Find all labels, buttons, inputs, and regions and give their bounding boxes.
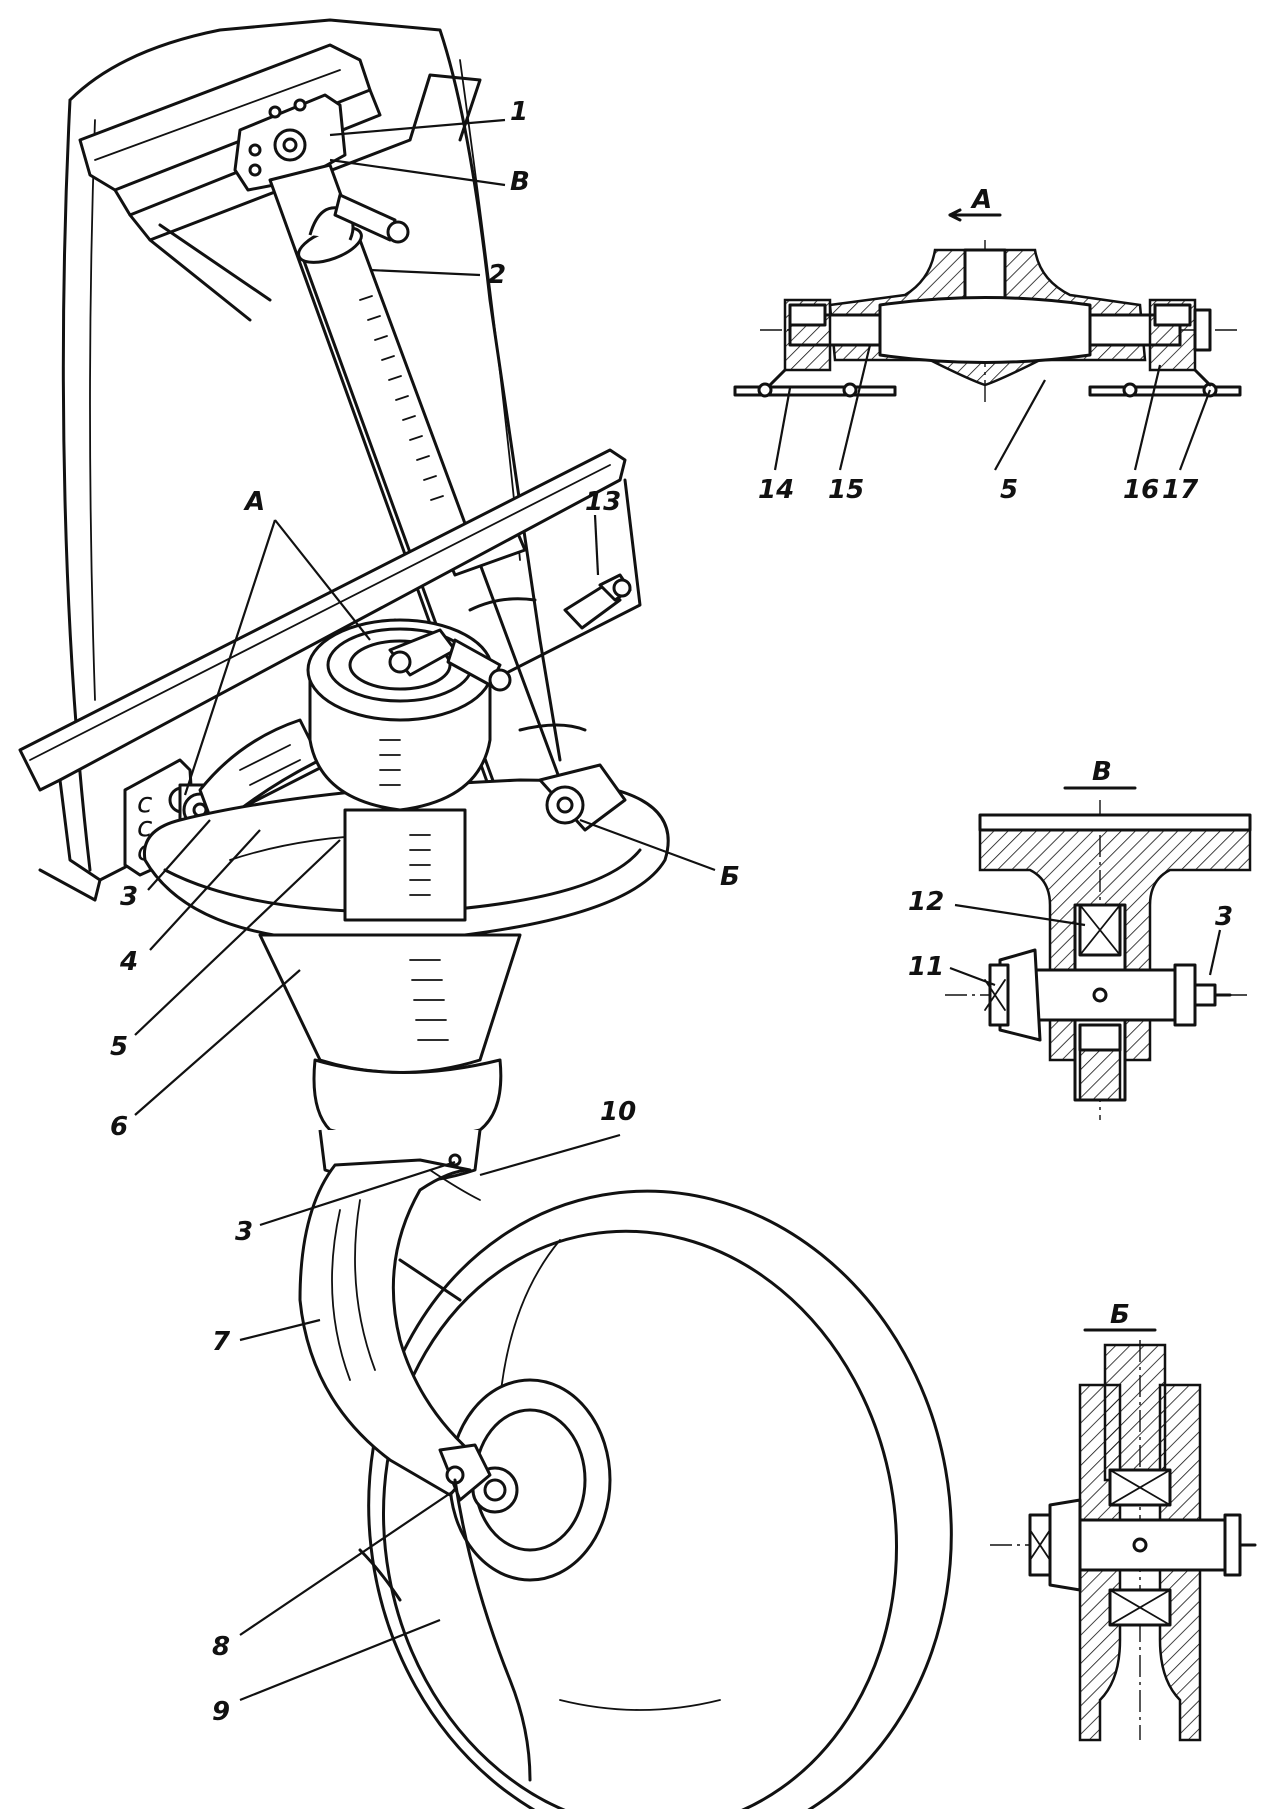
section-B: Б (990, 1300, 1257, 1742)
section-V-callout-3: 3 (1215, 902, 1233, 932)
section-V-callout-11: 11 (908, 952, 944, 982)
main-callouts: 1 В 2 А 13 Б 3 4 5 6 10 3 7 8 9 (110, 97, 740, 1727)
callout-A-main: А (243, 487, 265, 517)
cable-9 (453, 1478, 532, 1782)
callout-13: 13 (585, 487, 621, 517)
strut-lower-eye-B (538, 763, 627, 832)
svg-text:c: c (137, 810, 153, 843)
callout-6: 6 (110, 1112, 128, 1142)
callout-10: 10 (600, 1097, 636, 1127)
swivel-housing-5 (306, 618, 512, 812)
middle-rail (18, 448, 642, 902)
section-B-title: Б (1110, 1300, 1130, 1330)
section-A-callout-16: 16 (1123, 475, 1159, 505)
leader-lines (134, 118, 716, 1702)
section-V: В 12 11 3 (908, 757, 1252, 1120)
callout-9: 9 (212, 1697, 230, 1727)
swivel-shaft (343, 808, 467, 922)
callout-V-main: В (510, 167, 530, 197)
section-A-callout-15: 15 (828, 475, 864, 505)
shock-strut (268, 163, 587, 802)
callout-2: 2 (488, 260, 506, 290)
callout-5: 5 (110, 1032, 128, 1062)
callout-8: 8 (212, 1632, 230, 1662)
svg-text:c: c (137, 786, 153, 819)
callout-7: 7 (212, 1327, 231, 1357)
callout-4: 4 (119, 947, 138, 977)
section-A-callout-17: 17 (1162, 475, 1199, 505)
section-A: А 14 15 5 16 17 (733, 185, 1242, 505)
upper-bracket (233, 93, 347, 192)
charging-valve-13 (563, 573, 632, 630)
section-A-title: А (970, 185, 992, 215)
wheel (358, 1189, 953, 1809)
section-A-callout-5: 5 (1000, 475, 1018, 505)
callout-3-lower: 3 (235, 1217, 253, 1247)
callout-3-upper: 3 (120, 882, 138, 912)
main-assembly: c c c (18, 18, 953, 1809)
lower-cone-6 (258, 933, 522, 1074)
callout-B-main: Б (720, 862, 740, 892)
section-V-callout-12: 12 (908, 887, 944, 917)
section-A-callout-14: 14 (758, 475, 794, 505)
callout-1: 1 (510, 97, 528, 127)
fork-leg-7 (298, 1158, 492, 1502)
section-V-title: В (1092, 757, 1112, 787)
